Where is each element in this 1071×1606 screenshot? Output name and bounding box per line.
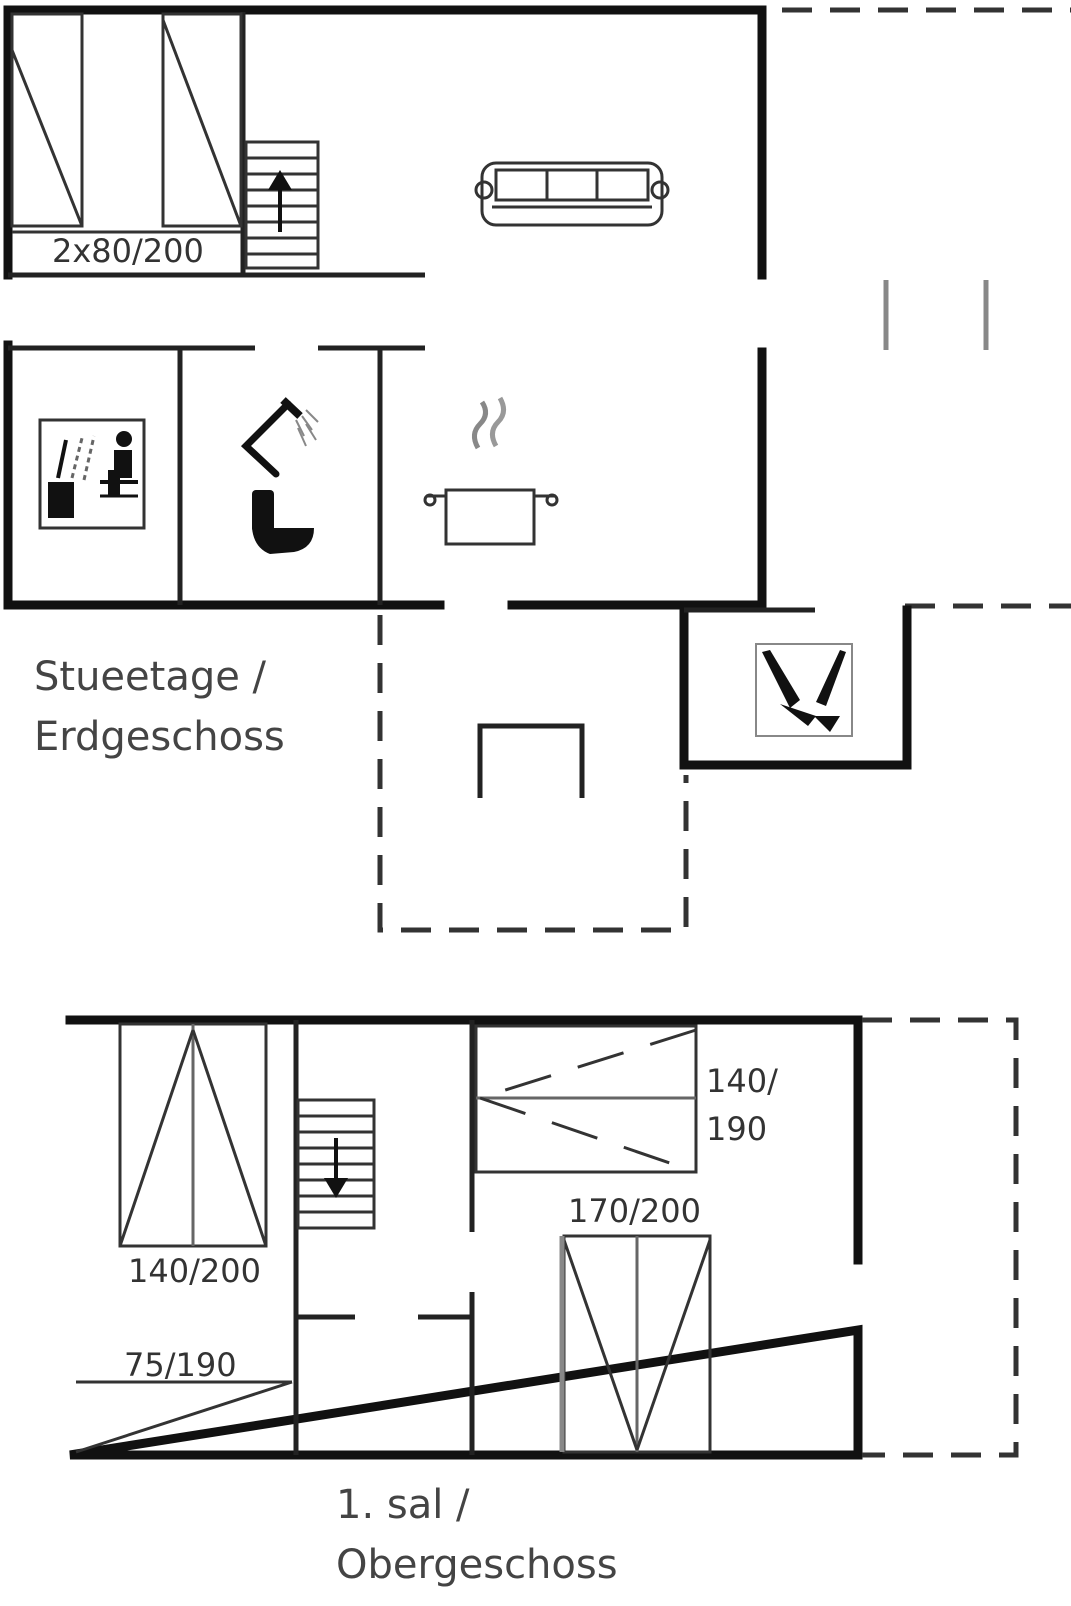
patio-bench: [477, 723, 585, 798]
bed-75-190-label: 75/190: [124, 1346, 237, 1384]
upper-floor-plan: 140/200 75/190 140/ 19: [65, 1015, 1019, 1588]
upper-balcony-dashed: [862, 1017, 1019, 1458]
ground-top-right-wall: [3, 5, 767, 280]
ground-floor-label-line2: Erdgeschoss: [34, 714, 285, 760]
bed-dimension-label: 2x80/200: [52, 232, 204, 270]
sofa-icon: [474, 161, 670, 227]
single-bed-75-190: 75/190: [75, 1346, 293, 1454]
patio-dashed-outline: [377, 615, 689, 933]
upper-floor-label-line1: 1. sal /: [336, 1482, 470, 1528]
bed-140-190-label-line2: 190: [706, 1110, 767, 1148]
brush-dustpan-icon: [755, 643, 853, 737]
bed-170-200-label: 170/200: [568, 1192, 701, 1230]
bed-2: [161, 12, 243, 228]
double-bed-140-200: 140/200: [118, 1022, 268, 1290]
upper-top-right-wall: [65, 1015, 863, 1265]
bed-140-190-label-line1: 140/: [706, 1062, 778, 1100]
ground-floor-label-line1: Stueetage /: [34, 654, 267, 700]
annex-room-walls: [679, 605, 912, 770]
ground-floor-plan: 2x80/200: [3, 5, 1071, 933]
bed-1: [10, 12, 84, 228]
shower-icon: [240, 397, 319, 478]
double-bed-140-190: 140/ 190: [474, 1024, 778, 1174]
toilet-icon: [252, 490, 314, 554]
ground-left-bottom-wall: [3, 340, 445, 610]
stairs-up: [244, 140, 320, 270]
upper-floor-label-line2: Obergeschoss: [336, 1542, 618, 1588]
upper-outer-walls: [69, 1324, 863, 1460]
stairs-down: [296, 1098, 376, 1230]
twin-beds: 2x80/200: [10, 12, 243, 270]
double-bed-170-200: 170/200: [559, 1192, 712, 1454]
bed-140-200-label: 140/200: [128, 1252, 261, 1290]
sauna-icon: [38, 418, 146, 530]
kitchen-pot-icon: [423, 396, 559, 546]
